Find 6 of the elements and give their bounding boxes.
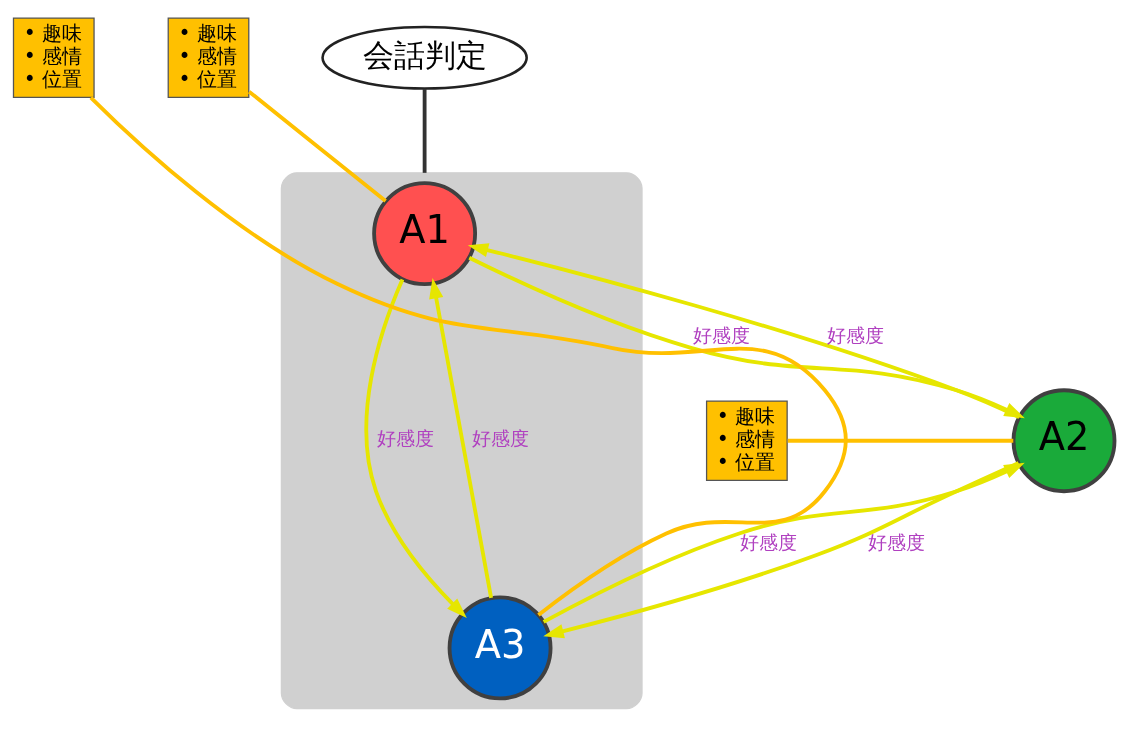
edge-label: 好感度 [471, 427, 529, 451]
edge-label: 好感度 [827, 323, 885, 347]
edge-label: 好感度 [692, 323, 750, 347]
edge-label: 好感度 [376, 427, 434, 451]
edge-label: 好感度 [740, 530, 798, 554]
edge-label: 好感度 [867, 530, 925, 554]
